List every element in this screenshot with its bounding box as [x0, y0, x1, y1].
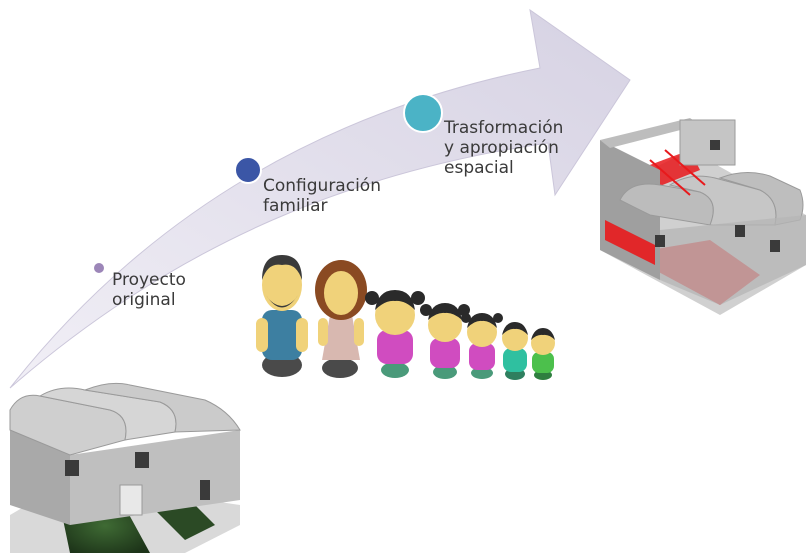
- stage-label-line: y apropiación: [444, 138, 559, 158]
- stage-label-line: Configuración: [263, 176, 381, 196]
- child-figure-4: [502, 322, 528, 380]
- stage-label-proyecto-original: Proyecto original: [112, 270, 186, 310]
- child-figure-1: [365, 290, 425, 378]
- father-figure: [256, 255, 308, 377]
- child-figure-2: [420, 303, 470, 379]
- stage-dot-1: [92, 261, 106, 275]
- stage-label-line: original: [112, 290, 176, 310]
- stage-label-line: familiar: [263, 196, 328, 216]
- transformed-house-icon: [600, 118, 806, 315]
- stage-label-line: Proyecto: [112, 270, 186, 290]
- child-figure-3: [461, 313, 503, 379]
- stage-label-configuracion-familiar: Configuración familiar: [263, 176, 381, 216]
- stage-label-trasformacion-apropiacion: Trasformación y apropiación espacial: [444, 118, 563, 178]
- family-icon: [248, 255, 560, 385]
- stage-label-line: Trasformación: [444, 118, 564, 138]
- stage-dot-3: [403, 93, 443, 133]
- mother-figure: [315, 260, 367, 378]
- stage-dot-2: [234, 156, 262, 184]
- child-figure-5: [531, 328, 555, 380]
- stage-label-line: espacial: [444, 158, 514, 178]
- arrow-icon: [9, 8, 631, 389]
- original-house-icon: [9, 382, 241, 553]
